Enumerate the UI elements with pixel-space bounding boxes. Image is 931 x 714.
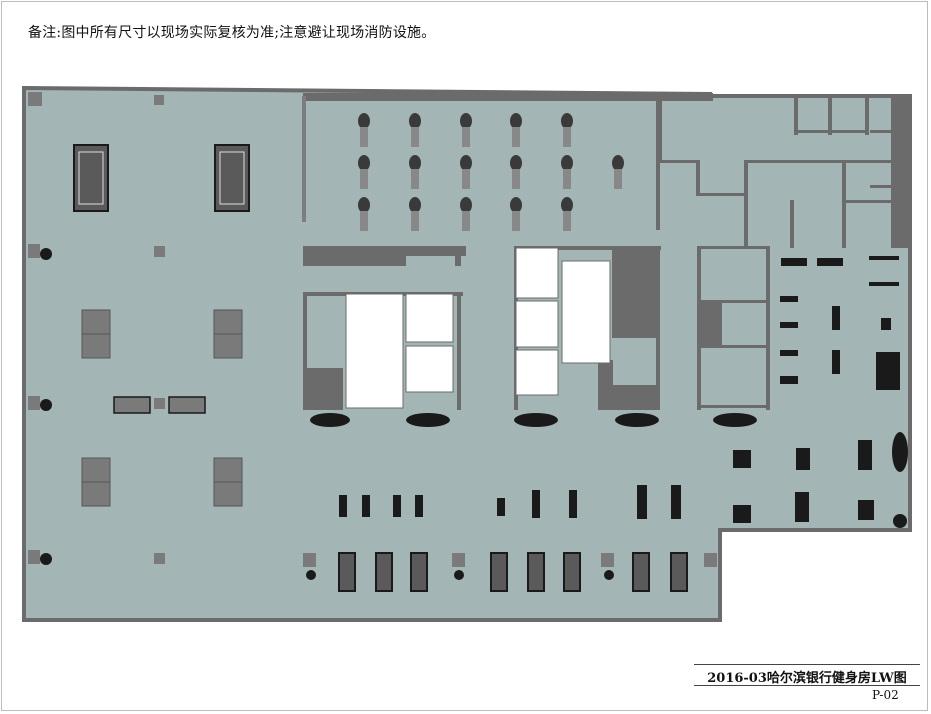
wall-block <box>710 94 910 98</box>
billiard-markings <box>78 151 245 205</box>
potted-plants <box>40 248 614 580</box>
white-rooms <box>345 247 611 409</box>
drawing-title: 2016-03哈尔滨银行健身房LW图 <box>707 671 907 686</box>
drawing-note: 备注:图中所有尺寸以现场实际复核为准;注意避让现场消防设施。 <box>28 25 436 41</box>
spinning-bikes <box>358 113 624 231</box>
elliptical-machines <box>339 485 681 519</box>
page-number: P-02 <box>872 688 899 702</box>
room-walls <box>303 246 661 410</box>
structural-columns <box>28 92 717 567</box>
planter-boxes <box>310 413 908 528</box>
right-rooms <box>697 246 770 410</box>
sofas <box>113 396 206 414</box>
strength-equipment <box>733 256 900 523</box>
table-nets <box>82 333 242 483</box>
title-block: 2016-03哈尔滨银行健身房LW图 <box>694 664 920 686</box>
wall-top-band <box>303 93 713 101</box>
treadmills <box>338 552 688 592</box>
wall-partition-left <box>302 96 306 222</box>
locker-room-walls <box>658 95 910 248</box>
wall-partition-right <box>656 100 660 230</box>
billiard-tables <box>73 144 250 212</box>
